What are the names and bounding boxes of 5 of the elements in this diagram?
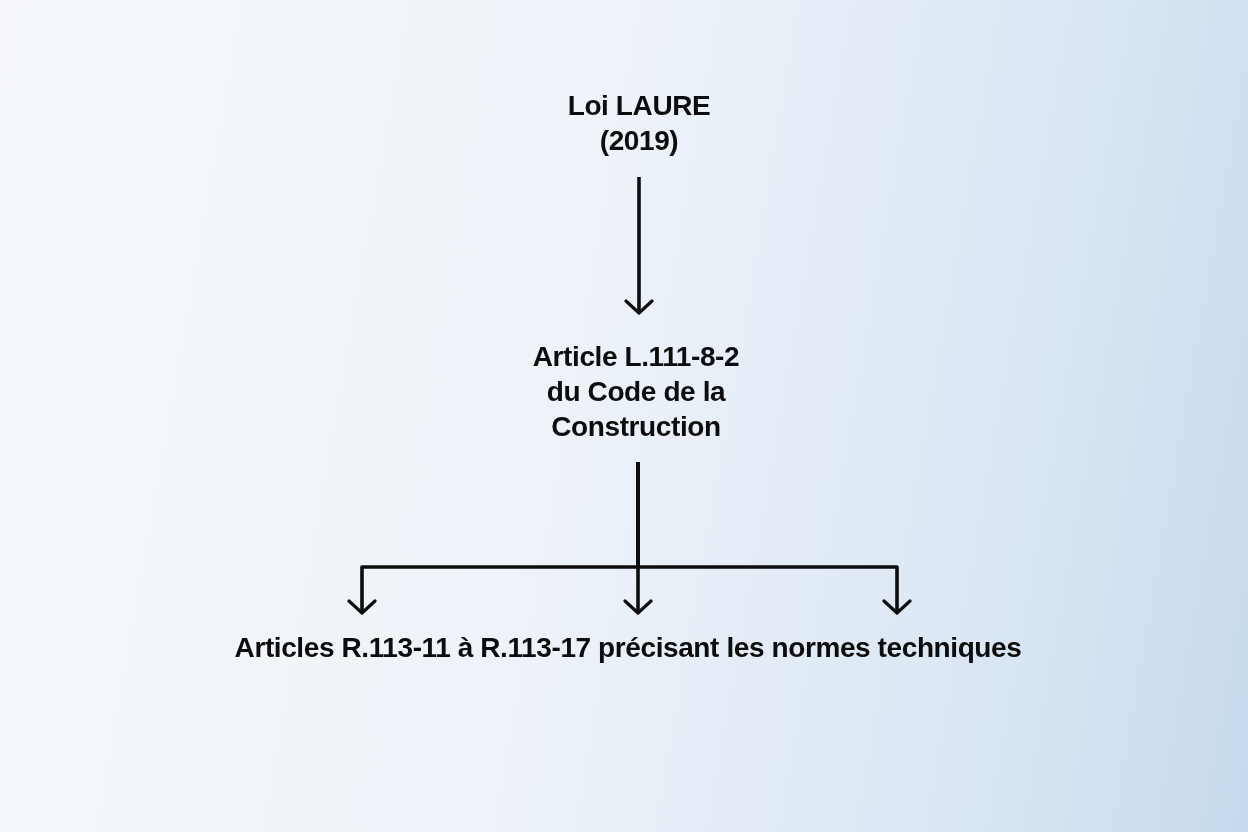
arrow: [624, 177, 654, 315]
node-label: Articles R.113-11 à R.113-17 précisant les normes techniques: [234, 631, 1022, 665]
arrow: [636, 462, 912, 615]
node-label: Article L.111-8-2 du Code de la Construction: [531, 340, 741, 444]
node-label: Loi LAURE (2019): [566, 89, 712, 158]
